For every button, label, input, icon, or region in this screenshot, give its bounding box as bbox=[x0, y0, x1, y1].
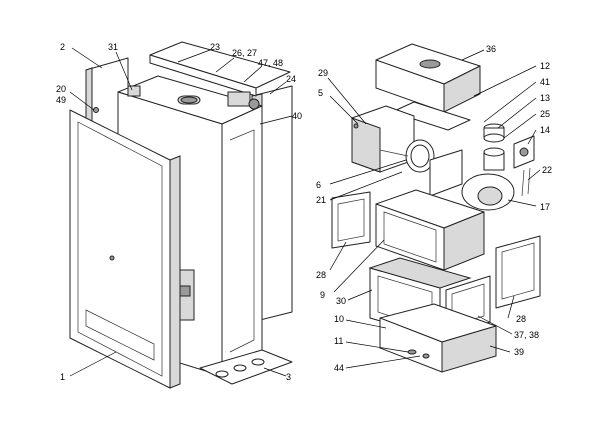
valve-knob bbox=[179, 285, 191, 297]
left-assembly bbox=[69, 41, 293, 389]
top-cover-side bbox=[443, 65, 481, 113]
bottom-tray-side bbox=[441, 325, 497, 373]
label-25: 25 bbox=[540, 109, 550, 119]
top-cover-hole bbox=[419, 59, 441, 69]
fan-outlet-top bbox=[483, 147, 505, 157]
label-20: 20 bbox=[56, 84, 66, 94]
label-37-38: 37, 38 bbox=[514, 330, 539, 340]
label-24: 24 bbox=[286, 74, 296, 84]
top-bracket-right bbox=[227, 91, 251, 107]
label-17: 17 bbox=[540, 202, 550, 212]
insulation-panel-left-inner bbox=[337, 198, 365, 242]
label-49: 49 bbox=[56, 95, 66, 105]
chamber-side bbox=[443, 211, 485, 271]
label-26-27: 26, 27 bbox=[232, 48, 257, 58]
base-port-3 bbox=[251, 358, 265, 366]
front-door-vent bbox=[85, 309, 155, 361]
gasket-ring-inner bbox=[410, 144, 430, 168]
base-port-1 bbox=[215, 370, 229, 378]
label-11: 11 bbox=[334, 336, 343, 346]
label-6: 6 bbox=[316, 180, 321, 190]
tube-2 bbox=[527, 167, 531, 195]
fan-hub bbox=[477, 186, 503, 206]
leader-lines bbox=[69, 47, 541, 377]
label-23: 23 bbox=[210, 42, 220, 52]
insulation-panel-left bbox=[331, 191, 371, 249]
front-door-inner bbox=[77, 121, 163, 377]
top-fitting bbox=[248, 98, 260, 110]
label-47-48: 47, 48 bbox=[258, 58, 283, 68]
label-14: 14 bbox=[540, 125, 550, 135]
panel-screws bbox=[353, 123, 359, 129]
side-panel-left-face bbox=[351, 117, 381, 173]
base-port-2 bbox=[233, 364, 247, 372]
casing-side bbox=[221, 105, 263, 377]
tray-hole-1 bbox=[407, 349, 417, 355]
top-frame-front bbox=[149, 54, 257, 97]
fan-bracket bbox=[429, 149, 463, 197]
front-door-side bbox=[169, 155, 181, 389]
screw-20-49 bbox=[93, 107, 99, 113]
label-39: 39 bbox=[514, 347, 524, 357]
label-10: 10 bbox=[334, 314, 344, 324]
label-9: 9 bbox=[320, 290, 325, 300]
lower-panel-top bbox=[368, 257, 472, 289]
label-40: 40 bbox=[292, 111, 302, 121]
label-3: 3 bbox=[286, 372, 291, 382]
front-door-screw bbox=[109, 255, 115, 261]
label-13: 13 bbox=[540, 93, 550, 103]
insulation-panel-right bbox=[495, 235, 541, 309]
label-41: 41 bbox=[540, 77, 550, 87]
tray-hole-2 bbox=[422, 353, 430, 359]
label-2: 2 bbox=[60, 42, 65, 52]
label-29: 29 bbox=[318, 68, 328, 78]
top-cover-lip bbox=[391, 101, 471, 131]
label-21: 21 bbox=[316, 195, 326, 205]
insulation-panel-right-inner bbox=[501, 242, 535, 300]
casing-side-detail bbox=[229, 129, 255, 353]
top-bracket-left bbox=[127, 85, 141, 97]
label-30: 30 bbox=[336, 296, 346, 306]
label-31: 31 bbox=[108, 42, 118, 52]
label-44: 44 bbox=[334, 363, 344, 373]
label-28-right: 28 bbox=[516, 314, 526, 324]
part-labels: 2 31 20 49 23 26, 27 47, 48 24 40 1 3 36… bbox=[56, 42, 552, 382]
gasket-rod bbox=[379, 149, 409, 157]
label-36: 36 bbox=[486, 44, 496, 54]
right-assembly bbox=[331, 43, 541, 373]
label-1: 1 bbox=[60, 372, 65, 382]
label-22: 22 bbox=[542, 165, 552, 175]
label-5: 5 bbox=[318, 88, 323, 98]
flue-outlet bbox=[180, 96, 198, 104]
tube-1 bbox=[521, 169, 525, 197]
spigot-ring-bottom bbox=[483, 133, 505, 143]
front-door bbox=[69, 109, 171, 389]
label-12: 12 bbox=[540, 61, 550, 71]
label-28-left: 28 bbox=[316, 270, 326, 280]
chamber-front-inner bbox=[383, 211, 437, 263]
pressure-switch-port bbox=[519, 147, 529, 157]
